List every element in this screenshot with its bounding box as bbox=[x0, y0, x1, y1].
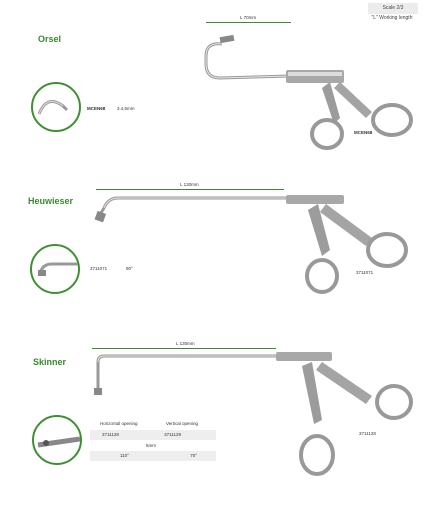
working-length-skinner: L 130mm bbox=[176, 341, 195, 346]
angle-horizontal: 110° bbox=[120, 453, 129, 458]
detail-circle-skinner bbox=[32, 415, 82, 465]
product-title-skinner: Skinner bbox=[33, 357, 67, 367]
detail-tip-skinner bbox=[37, 436, 80, 448]
angle-vertical: 70° bbox=[190, 453, 198, 458]
scale-badge: Scale 2/3 bbox=[368, 3, 418, 14]
dimension-line-heuwieser bbox=[96, 189, 284, 190]
size-skinner: 5mm bbox=[146, 443, 156, 448]
code-vertical: 3711129 bbox=[164, 432, 181, 437]
table-row-angles: 110° 70° bbox=[90, 451, 216, 461]
product-title-heuwieser: Heuwieser bbox=[28, 196, 74, 206]
code-horizontal: 3711128 bbox=[102, 432, 119, 437]
table-header-vertical: Vertical opening bbox=[166, 421, 199, 426]
code-orsel: MCEN68 bbox=[87, 106, 106, 111]
detail-tip-orsel bbox=[37, 100, 69, 115]
detail-circle-orsel bbox=[31, 82, 81, 132]
instrument-label-orsel: MCEN68 bbox=[354, 130, 373, 135]
working-length-heuwieser: L 130mm bbox=[180, 182, 199, 187]
instrument-label-heuwieser: 3711071 bbox=[356, 270, 374, 275]
table-header-horizontal: Horizontal opening bbox=[100, 421, 138, 426]
detail-tip-heuwieser bbox=[38, 262, 78, 276]
working-length-note: "L" Working length bbox=[371, 15, 413, 21]
table-row-codes: 3711128 3711129 bbox=[90, 430, 216, 440]
angle-heuwieser: 90° bbox=[126, 266, 133, 271]
product-title-orsel: Orsel bbox=[38, 34, 62, 44]
spec-orsel: 3.4,5mm bbox=[117, 106, 135, 111]
detail-circle-heuwieser bbox=[30, 244, 80, 294]
instrument-label-skinner: 3711128 bbox=[359, 431, 376, 436]
dimension-line-orsel bbox=[206, 22, 291, 23]
working-length-orsel: L 70mm bbox=[240, 15, 257, 20]
code-heuwieser: 3711071 bbox=[90, 266, 108, 271]
dimension-line-skinner bbox=[92, 348, 276, 349]
